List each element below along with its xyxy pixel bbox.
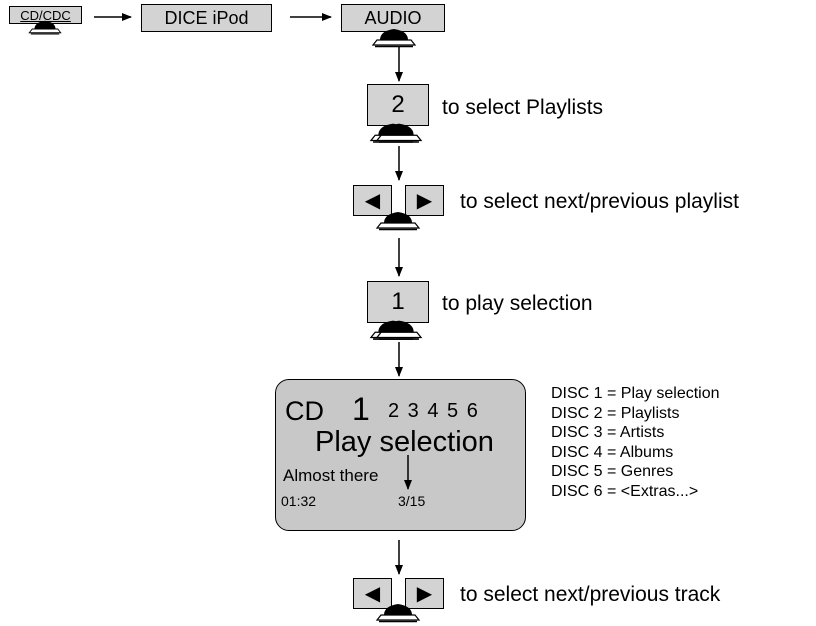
audio-label: AUDIO (364, 7, 422, 28)
disc-legend-item: DISC 5 = Genres (551, 463, 674, 480)
display-time: 01:32 (281, 493, 317, 509)
disc-legend-item: DISC 3 = Artists (551, 424, 665, 441)
key-1-label: 1 (391, 288, 405, 315)
press-hand-icon (376, 211, 420, 231)
right-arrow-icon: ▶ (416, 583, 433, 605)
dice-ipod-button[interactable]: DICE iPod (141, 4, 272, 32)
step-play-selection: to play selection (442, 292, 593, 315)
key-2-button[interactable]: 2 (367, 84, 429, 126)
key-1-button[interactable]: 1 (367, 281, 429, 323)
audio-button[interactable]: AUDIO (341, 4, 445, 32)
step-next-prev-playlist: to select next/previous playlist (460, 190, 739, 213)
disc-legend-item: DISC 1 = Play selection (551, 385, 720, 402)
display-active-disc: 1 (352, 391, 370, 427)
radio-display: CD 1 2 3 4 5 6 Play selection Almost the… (275, 379, 526, 531)
step-next-prev-track: to select next/previous track (460, 583, 721, 606)
display-other-discs: 2 3 4 5 6 (388, 400, 478, 422)
disc-legend: DISC 1 = Play selection DISC 2 = Playlis… (551, 384, 720, 501)
left-arrow-icon: ◀ (364, 190, 381, 212)
display-track-title: Almost there (283, 466, 379, 485)
display-source: CD (285, 396, 324, 426)
disc-legend-item: DISC 2 = Playlists (551, 404, 680, 422)
prev-playlist-button[interactable]: ◀ (353, 185, 392, 216)
display-mode: Play selection (315, 426, 494, 458)
press-hand-icon (28, 20, 62, 35)
right-arrow-icon: ▶ (416, 190, 433, 212)
step-select-playlists: to select Playlists (442, 96, 604, 119)
key-2-label: 2 (391, 91, 405, 118)
press-hand-icon (376, 603, 420, 623)
next-track-button[interactable]: ▶ (405, 578, 444, 609)
display-track-count: 3/15 (398, 493, 426, 509)
press-hand-icon (372, 28, 416, 48)
dice-ipod-label: DICE iPod (164, 7, 249, 28)
left-arrow-icon: ◀ (364, 583, 381, 605)
prev-track-button[interactable]: ◀ (353, 578, 392, 609)
next-playlist-button[interactable]: ▶ (405, 185, 444, 216)
cd-cdc-label: CD/CDC (20, 7, 71, 23)
disc-legend-item: DISC 6 = <Extras...> (551, 482, 699, 500)
disc-legend-item: DISC 4 = Albums (551, 443, 674, 461)
